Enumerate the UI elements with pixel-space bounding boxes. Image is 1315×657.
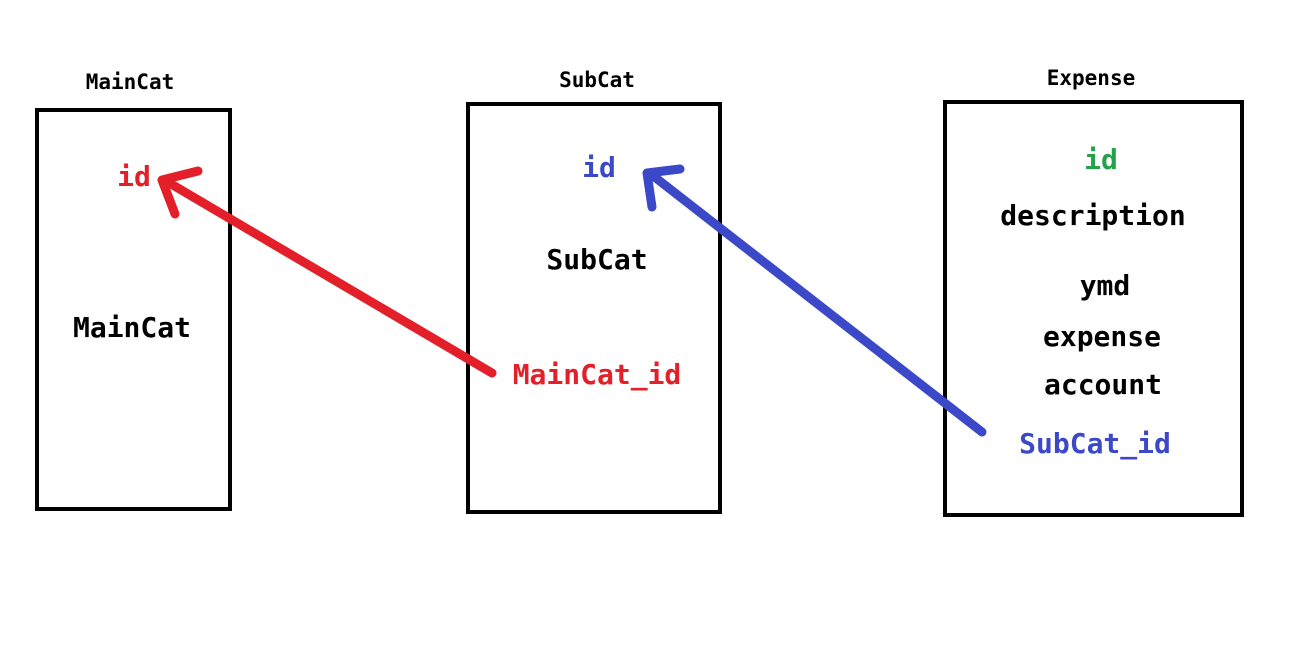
subcat-fk-arrow	[642, 164, 987, 437]
maincat-fk-arrow	[157, 166, 497, 378]
expense-ymd-field: ymd	[1079, 269, 1131, 302]
expense-subcat-id-field: SubCat_id	[1019, 427, 1171, 460]
expense-id-field: id	[1084, 143, 1118, 176]
subcat-id-field: id	[582, 151, 616, 184]
expense-title: Expense	[1046, 66, 1136, 90]
maincat-title: MainCat	[85, 70, 175, 94]
subcat-table-box	[466, 102, 722, 514]
subcat-name-field: SubCat	[546, 243, 648, 276]
expense-table-box	[943, 100, 1244, 517]
maincat-name-field: MainCat	[72, 311, 191, 344]
expense-description-field: description	[1000, 199, 1186, 232]
subcat-title: SubCat	[559, 68, 635, 92]
subcat-maincat-id-field: MainCat_id	[512, 358, 682, 391]
expense-account-field: account	[1043, 368, 1162, 401]
expense-expense-field: expense	[1042, 320, 1161, 353]
maincat-table-box	[35, 108, 232, 511]
maincat-id-field: id	[117, 160, 151, 193]
